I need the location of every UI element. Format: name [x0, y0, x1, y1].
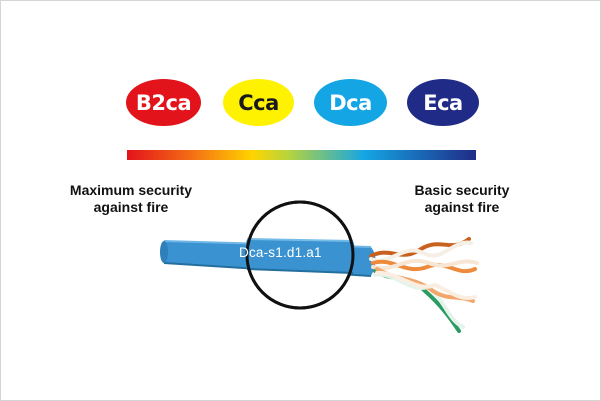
- class-badge-b2ca: B2ca: [126, 79, 201, 126]
- twisted-pair-orange: [371, 258, 479, 273]
- max-security-label: Maximum security against fire: [69, 182, 193, 215]
- twisted-pair-green: [373, 269, 465, 333]
- class-badge-cca: Cca: [223, 79, 294, 126]
- magnifier-lens: [245, 200, 356, 310]
- cable-marking-text: Dca-s1.d1.a1: [239, 245, 322, 260]
- twisted-pair-light: [375, 267, 477, 303]
- class-badge-dca: Dca: [314, 79, 387, 126]
- twisted-pair-brown: [369, 237, 473, 263]
- basic-security-label: Basic security against fire: [414, 182, 510, 215]
- class-badge-eca: Eca: [407, 79, 479, 126]
- security-gradient-bar: [127, 150, 476, 160]
